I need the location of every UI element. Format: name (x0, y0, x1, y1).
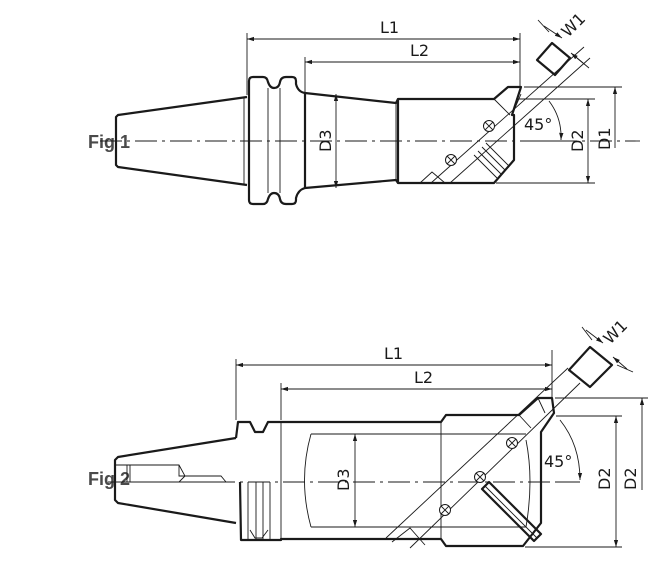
angle-label: 45° (544, 452, 572, 471)
figure-1: Fig 1 L1 L2 D3 (88, 9, 640, 206)
extension-line (616, 364, 634, 373)
insert-line (385, 367, 569, 539)
dimension-d2-label: D2 (568, 130, 587, 153)
clamp-bar-line (484, 485, 538, 539)
insert-line (449, 57, 591, 184)
bit-holder-edge (493, 93, 522, 116)
extension-line (537, 19, 550, 33)
dimension-l1-label: L1 (380, 18, 399, 37)
figure-2: Fig 2 L1 L2 D3 (88, 316, 648, 549)
insert-line (409, 382, 581, 549)
figure-1-label: Fig 1 (88, 132, 130, 152)
dimension-w1 (612, 356, 628, 370)
dimension-d2-inner-label: D2 (595, 468, 614, 491)
taper-shank (113, 436, 237, 525)
dimension-w1 (543, 25, 563, 39)
screw-icon (483, 120, 495, 132)
screw-icon (474, 471, 486, 483)
flange-top (234, 420, 281, 439)
dimension-l1-label: L1 (384, 344, 403, 363)
inner-cylinder (304, 433, 531, 528)
dimension-d2-outer-label: D2 (621, 468, 640, 491)
body-outline (238, 396, 556, 548)
body (396, 85, 523, 185)
flange (247, 75, 307, 206)
screw-icon (445, 154, 457, 166)
neck-top (304, 91, 399, 105)
cutting-insert (535, 41, 572, 77)
dimension-w1-label: W1 (599, 316, 631, 348)
flange-groove-lines (247, 482, 271, 540)
screw-icon (439, 504, 451, 516)
bit-holder-edge (518, 397, 546, 429)
dimension-d3-label: D3 (334, 469, 353, 492)
dimension-l2-label: L2 (414, 368, 433, 387)
angle-label: 45° (524, 115, 552, 134)
angle-arc (559, 419, 583, 481)
extension-line (581, 326, 593, 341)
figure-2-label: Fig 2 (88, 469, 130, 489)
insert-end (391, 527, 426, 546)
drawbar-bore (115, 464, 227, 483)
angle-arc (548, 100, 564, 141)
screw-icon (506, 437, 518, 449)
insert-end (419, 171, 446, 184)
dimension-w1 (585, 329, 604, 344)
cutting-insert (567, 345, 614, 389)
taper-shank (114, 95, 248, 187)
hatch-block (473, 142, 510, 179)
dimension-d3-label: D3 (316, 130, 335, 153)
neck-bottom (304, 178, 399, 190)
dimension-d1-label: D1 (595, 128, 614, 151)
dimension-l2-label: L2 (410, 41, 429, 60)
dimension-w1 (570, 52, 584, 64)
dimension-w1-label: W1 (557, 9, 589, 41)
clamp-bar (480, 480, 543, 543)
